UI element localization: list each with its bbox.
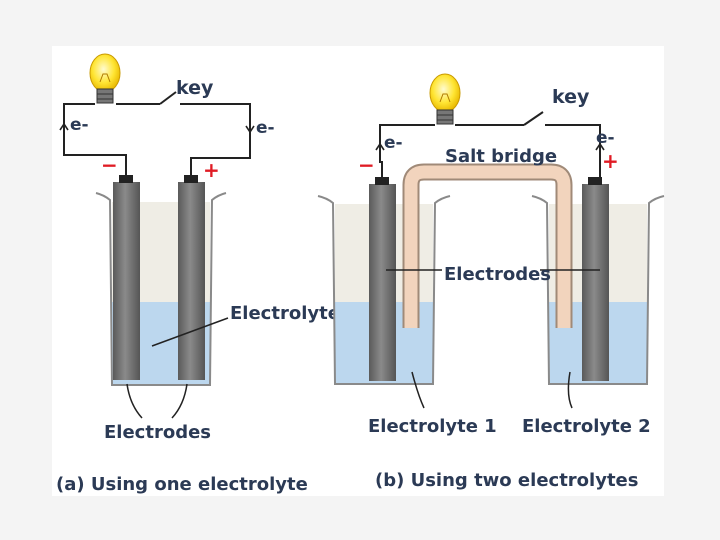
electrolyte-label-a: Electrolyte <box>230 303 340 324</box>
electrodes-label-b: Electrodes <box>444 264 551 285</box>
electrode-b-left <box>369 177 396 381</box>
key-switch-a <box>159 91 177 105</box>
circuit-wire-a <box>59 91 255 175</box>
minus-sign-b: − <box>358 153 375 177</box>
electrolyte-2-label: Electrolyte 2 <box>522 416 651 437</box>
pointer-lines-b <box>386 269 600 409</box>
key-switch-b <box>523 111 544 126</box>
electron-label-b-left: e- <box>384 133 403 153</box>
light-bulb-a-icon <box>89 53 121 104</box>
salt-bridge <box>402 163 573 328</box>
salt-bridge-label: Salt bridge <box>445 146 557 167</box>
panel-b: key e- e- − + Salt bridge Electrodes Ele… <box>317 73 665 491</box>
caption-b: (b) Using two electrolytes <box>375 470 638 491</box>
electrode-a-right <box>178 175 205 380</box>
caption-a: (a) Using one electrolyte <box>56 474 308 495</box>
electrodes-label-a: Electrodes <box>104 422 211 443</box>
minus-sign-a: − <box>101 153 118 177</box>
key-label-b: key <box>552 86 590 108</box>
beaker-a-outline <box>95 192 227 386</box>
electron-label-a-left: e- <box>70 115 89 135</box>
light-bulb-b-icon <box>429 73 461 125</box>
key-label-a: key <box>176 77 214 99</box>
pointer-lines-a <box>126 317 229 419</box>
plus-sign-a: + <box>203 158 220 182</box>
electron-label-b-right: e- <box>596 128 615 148</box>
electron-label-a-right: e- <box>256 118 275 138</box>
circuit-wire-b <box>375 111 605 177</box>
electrode-b-right <box>582 177 609 381</box>
panel-a: key e- e- − + Electrolyte Electrodes (a)… <box>56 53 340 495</box>
plus-sign-b: + <box>602 149 619 173</box>
electrolyte-1-label: Electrolyte 1 <box>368 416 497 437</box>
electrode-a-left <box>113 175 140 380</box>
